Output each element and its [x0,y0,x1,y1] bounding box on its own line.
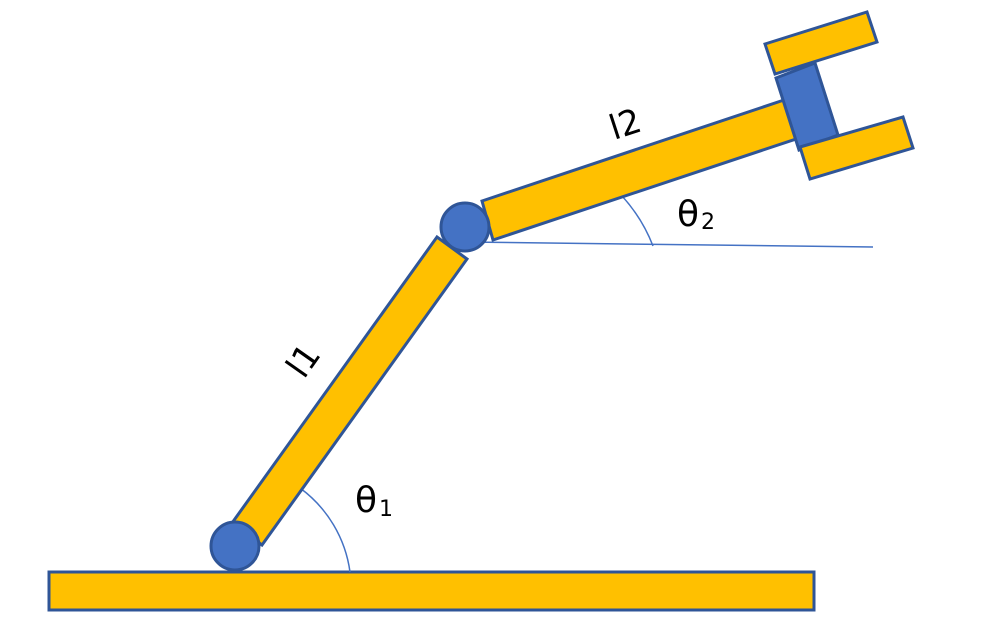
theta1-arc [299,487,351,573]
theta2-reference-line [464,241,874,248]
theta2-arc [621,195,654,247]
link-1-label: l1 [279,337,330,385]
theta2-label: θ2 [677,194,715,235]
link-1 [229,234,470,548]
base-plate [47,570,816,612]
theta1-label: θ1 [355,480,393,522]
gripper-upper-finger [763,10,879,76]
joint-base [209,520,261,572]
link-2-label: l2 [604,101,646,149]
joint-elbow [439,201,491,253]
gripper-lower-finger [798,115,915,181]
